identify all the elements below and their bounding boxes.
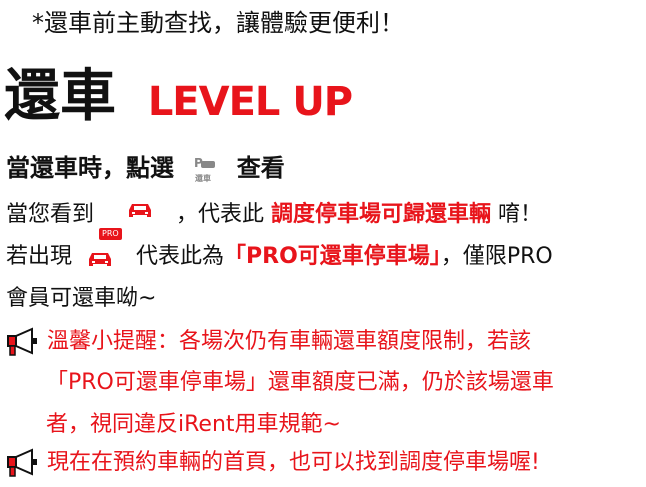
note-text: *還車前主動查找，讓體驗更便利！ (32, 9, 404, 37)
instruction-line-1: 當還車時，點選 P 還車 查看 (6, 153, 285, 183)
tip1-line3: 者，視同違反iRent用車規範~ (46, 412, 341, 437)
line2-highlight: 調度停車場可歸還車輛 (271, 202, 492, 227)
line2-mid: ，代表此 (176, 202, 265, 227)
instruction-line-2: 當您看到 ，代表此 調度停車場可歸還車輛 唷！ (6, 200, 542, 230)
line2-before: 當您看到 (6, 202, 95, 227)
svg-text:P: P (194, 156, 203, 170)
instruction-line-4: 會員可還車呦~ (6, 286, 157, 311)
svg-text:還車: 還車 (195, 173, 211, 183)
tip1-line1: 溫馨小提醒：各場次仍有車輛還車額度限制，若該 (47, 329, 532, 354)
tip-1: 溫馨小提醒：各場次仍有車輛還車額度限制，若該 (6, 327, 531, 357)
page-title: 還車 LEVEL UP (4, 62, 353, 137)
line3-before: 若出現 (6, 244, 73, 269)
title-main: 還車 (4, 64, 116, 129)
tip1-line2: 「PRO可還車停車場」還車額度已滿，仍於該場還車 (46, 370, 554, 395)
megaphone-icon (6, 327, 40, 357)
title-accent: LEVEL UP (147, 79, 353, 125)
line1-after: 查看 (236, 154, 285, 182)
pro-badge: PRO (99, 228, 122, 240)
instruction-line-3: 若出現 PRO 代表此為「PRO可還車停車場」，僅限PRO (6, 228, 553, 272)
line3-after: ，僅限PRO (440, 244, 553, 269)
parking-return-icon: P 還車 (192, 155, 218, 183)
pro-car-icon: PRO (87, 228, 122, 272)
line2-after: 唷！ (498, 202, 543, 227)
line3-mid: 代表此為 (136, 244, 225, 269)
line1-text: 當還車時，點選 (6, 154, 174, 182)
tip2-text: 現在在預約車輛的首頁，也可以找到調度停車場喔! (47, 450, 540, 475)
tip-2: 現在在預約車輛的首頁，也可以找到調度停車場喔! (6, 448, 540, 478)
line3-highlight: 「PRO可還車停車場」 (224, 244, 441, 269)
megaphone-icon (6, 448, 40, 478)
red-car-icon (127, 200, 153, 230)
